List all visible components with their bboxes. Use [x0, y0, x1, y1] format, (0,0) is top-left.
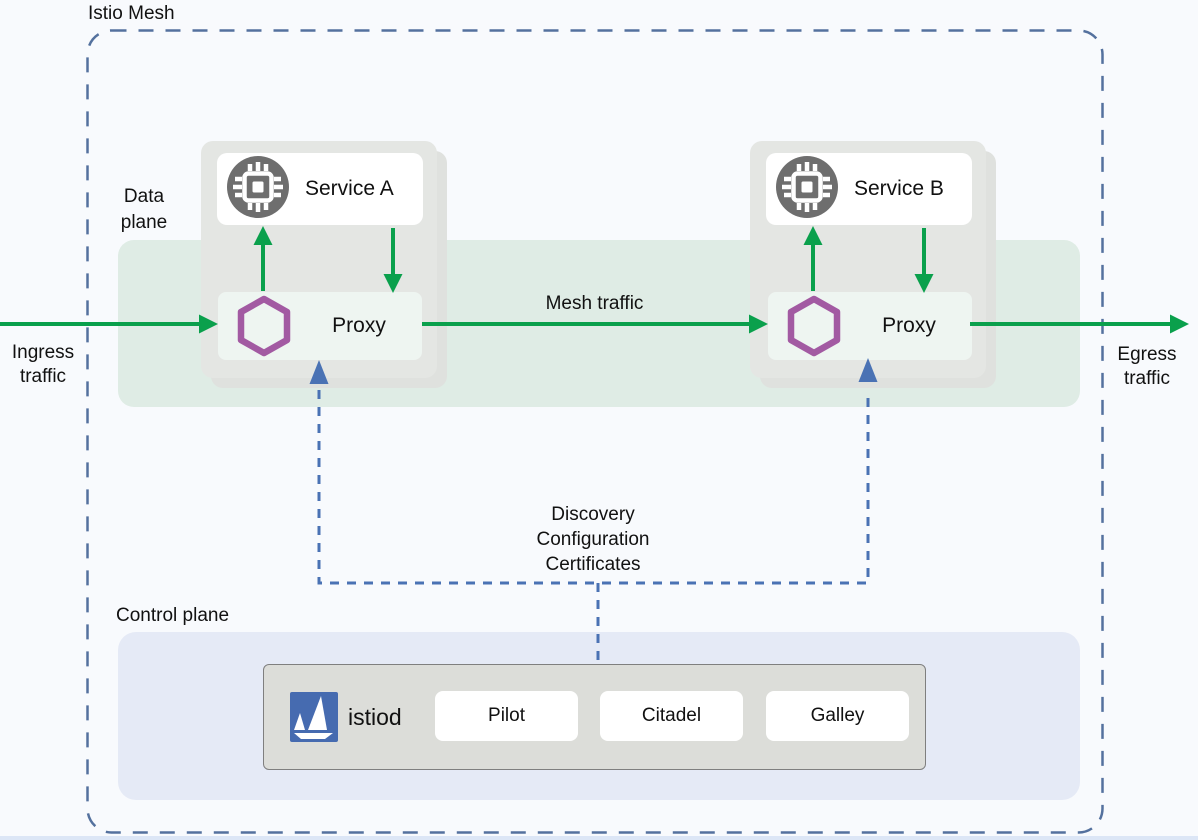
ingress-traffic-label: Ingress traffic — [11, 342, 75, 387]
cpu-chip-icon — [776, 155, 838, 223]
mesh-title: Istio Mesh — [88, 3, 175, 24]
config-line-discovery: Discovery — [551, 504, 635, 525]
mesh-traffic-label: Mesh traffic — [545, 293, 644, 314]
envoy-hexagon-icon — [237, 295, 291, 362]
envoy-hexagon-icon — [787, 295, 841, 362]
cpu-chip-icon — [227, 155, 289, 223]
control-plane-label: Control plane — [116, 605, 230, 626]
config-line-certificates: Certificates — [545, 554, 641, 575]
component-citadel: Citadel — [600, 691, 743, 741]
proxy-b-box: Proxy — [768, 292, 972, 360]
service-a-label: Service A — [305, 177, 394, 200]
proxy-b-label: Proxy — [882, 314, 936, 337]
service-b-box: Service B — [766, 153, 972, 225]
config-line-configuration: Configuration — [536, 529, 650, 550]
service-b-label: Service B — [854, 177, 944, 200]
istiod-label: istiod — [348, 703, 402, 730]
istio-sail-icon — [290, 692, 338, 742]
egress-traffic-label: Egress traffic — [1117, 344, 1177, 389]
istiod-box: istiod Pilot Citadel Galley — [263, 664, 926, 770]
proxy-a-label: Proxy — [332, 314, 386, 337]
service-a-box: Service A — [217, 153, 423, 225]
data-plane-label: Data plane — [120, 186, 168, 233]
proxy-a-box: Proxy — [218, 292, 422, 360]
component-pilot: Pilot — [435, 691, 578, 741]
page-bottom-edge — [0, 836, 1198, 840]
component-galley: Galley — [766, 691, 909, 741]
config-distribution-label: Discovery Configuration Certificates — [505, 502, 681, 577]
